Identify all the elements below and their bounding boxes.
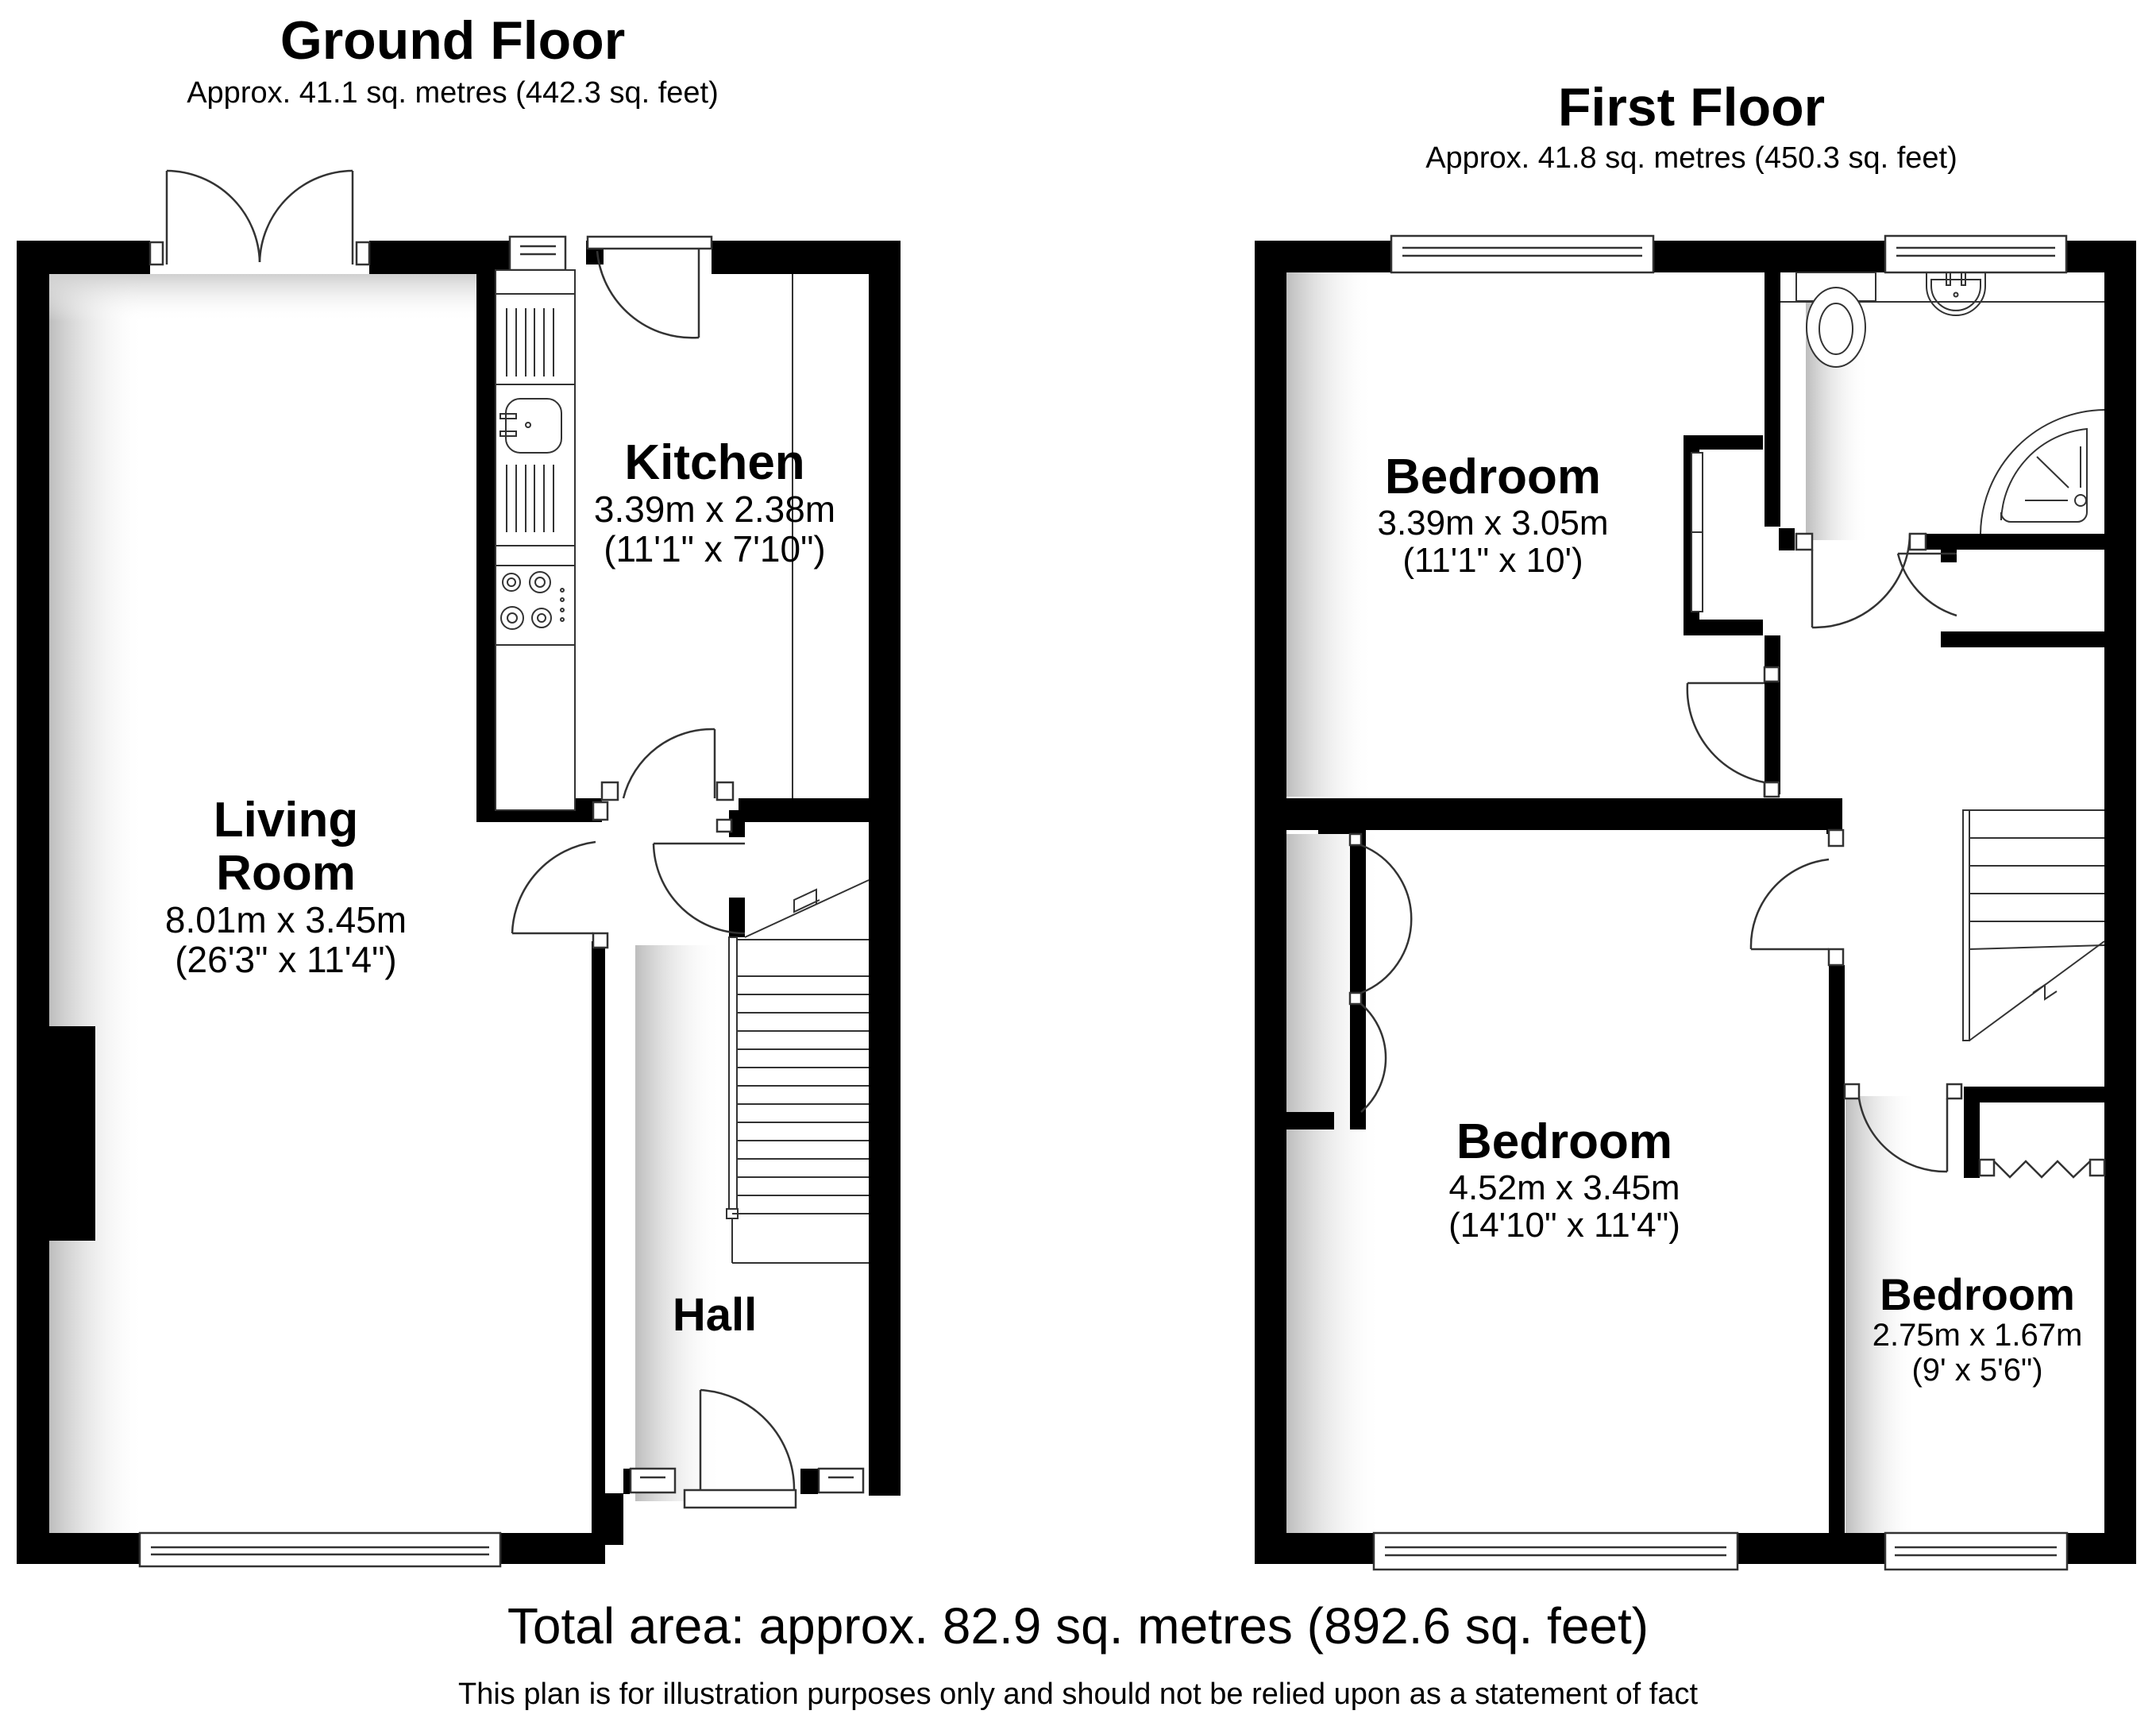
sink-icon: [499, 398, 562, 454]
window-icon: [138, 1531, 502, 1568]
room-name-line2: Room: [216, 845, 356, 901]
window-icon: [508, 235, 567, 272]
door-swing-icon: [1843, 1083, 1963, 1173]
door-swing-icon: [1795, 532, 1957, 629]
room-dimensions-imperial: (14'10" x 11'4"): [1448, 1206, 1680, 1245]
door-swing-icon: [1686, 666, 1780, 798]
first-floor-area: Approx. 41.8 sq. metres (450.3 sq. feet): [1425, 141, 1957, 175]
room-label-bedroom-1: Bedroom 3.39m x 3.05m (11'1" x 10'): [1334, 450, 1652, 581]
staircase-icon: [726, 879, 870, 1264]
room-name-line1: Living: [213, 793, 359, 848]
total-area: Total area: approx. 82.9 sq. metres (892…: [507, 1597, 1649, 1655]
door-swing-icon: [586, 235, 713, 339]
room-name: Kitchen: [624, 435, 805, 490]
room-dimensions-metric: 3.39m x 2.38m: [593, 488, 836, 530]
wardrobe-icon: [1348, 832, 1413, 1113]
hob-icon: [500, 571, 565, 630]
room-name: Bedroom: [1456, 1114, 1673, 1169]
basin-icon: [1926, 272, 1986, 316]
front-door-icon: [683, 1388, 797, 1509]
room-dimensions-imperial: (26'3" x 11'4"): [175, 938, 397, 980]
drainer-icon: [506, 308, 554, 532]
toilet-icon: [1795, 272, 1876, 368]
window-icon: [1372, 234, 2069, 1571]
first-floor-title: First Floor: [1557, 77, 1826, 137]
room-label-kitchen: Kitchen 3.39m x 2.38m (11'1" x 7'10"): [572, 435, 858, 570]
shower-icon: [1980, 409, 2105, 535]
room-dimensions-imperial: (11'1" x 7'10"): [604, 527, 826, 570]
room-label-hall: Hall: [635, 1289, 794, 1341]
room-dimensions-metric: 4.52m x 3.45m: [1448, 1168, 1680, 1207]
door-swing-icon: [600, 728, 735, 801]
room-dimensions-metric: 3.39m x 3.05m: [1377, 503, 1609, 543]
staircase-icon: [1962, 809, 2105, 1041]
bifold-wardrobe-icon: [1978, 1158, 2106, 1179]
first-floor-plan: [1255, 234, 2136, 1571]
door-swing-icon: [652, 818, 746, 935]
room-label-bedroom-3: Bedroom 2.75m x 1.67m (9' x 5'6"): [1846, 1269, 2108, 1388]
room-name: Bedroom: [1384, 450, 1602, 504]
french-door-icon: [148, 169, 371, 266]
room-dimensions-metric: 8.01m x 3.45m: [164, 898, 407, 940]
ground-floor-area: Approx. 41.1 sq. metres (442.3 sq. feet): [187, 76, 719, 110]
room-name: Hall: [672, 1289, 758, 1341]
door-swing-icon: [511, 801, 609, 949]
room-dimensions-imperial: (11'1" x 10'): [1402, 541, 1583, 581]
disclaimer: This plan is for illustration purposes o…: [457, 1678, 1699, 1711]
ground-floor-plan: [17, 169, 901, 1568]
fireplace-icon: [49, 1026, 95, 1241]
room-dimensions-metric: 2.75m x 1.67m: [1872, 1318, 2083, 1353]
room-name: Bedroom: [1880, 1269, 2075, 1319]
room-dimensions-imperial: (9' x 5'6"): [1911, 1352, 2043, 1388]
room-label-bedroom-2: Bedroom 4.52m x 3.45m (14'10" x 11'4"): [1406, 1114, 1723, 1245]
wardrobe-icon: [1691, 452, 1703, 612]
door-swing-icon: [1749, 828, 1845, 967]
room-label-living-room: Living Room 8.01m x 3.45m (26'3" x 11'4"…: [119, 793, 453, 980]
window-icon: [629, 1467, 865, 1494]
ground-floor-title: Ground Floor: [280, 10, 626, 71]
